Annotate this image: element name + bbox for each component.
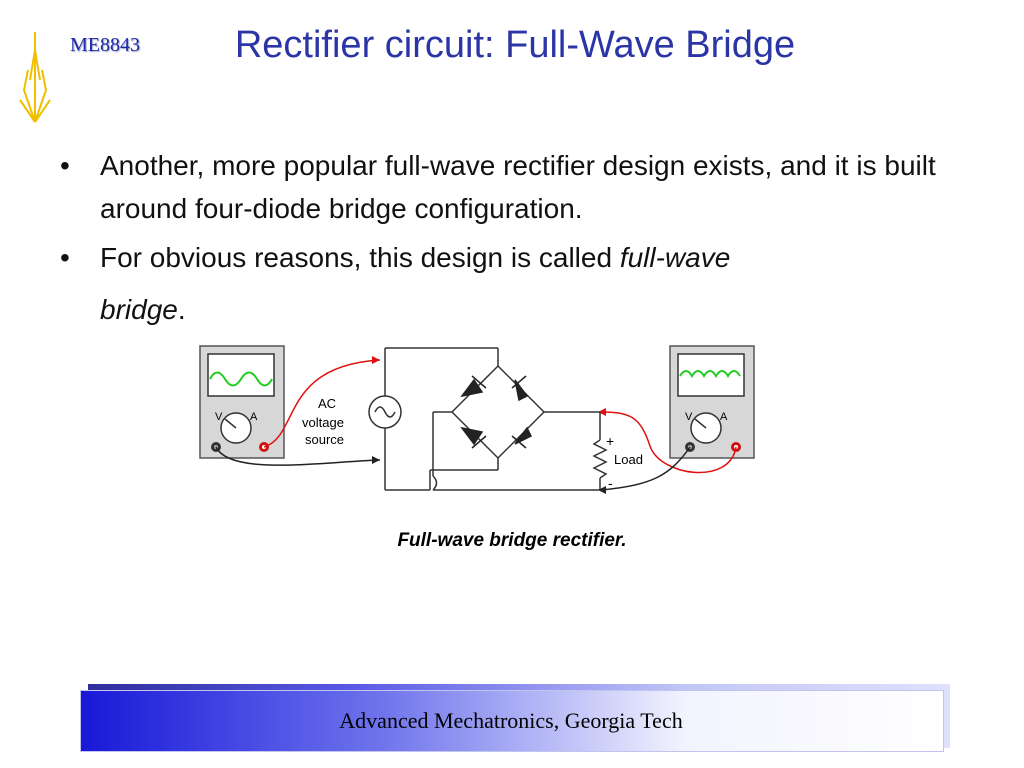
figure-caption: Full-wave bridge rectifier.	[397, 530, 627, 551]
left-oscilloscope: V A	[199, 345, 285, 459]
bullet-dot: •	[60, 242, 70, 273]
bullet-text: Another, more popular full-wave rectifie…	[100, 150, 936, 224]
bullet-item: • Another, more popular full-wave rectif…	[60, 144, 960, 230]
bullet-period: .	[177, 294, 186, 325]
right-meter-v-label: V	[685, 411, 693, 423]
right-oscilloscope: V A	[669, 345, 755, 459]
right-meter-a-label: A	[720, 411, 728, 423]
load-label: Load	[614, 452, 643, 467]
source-label: source	[305, 432, 344, 447]
diodes	[460, 375, 533, 449]
georgia-tech-logo-icon	[19, 32, 51, 123]
black-probe-wire-right	[599, 446, 691, 491]
voltage-label: voltage	[302, 415, 344, 430]
bullet-item: • For obvious reasons, this design is ca…	[60, 232, 960, 336]
bullet-list: • Another, more popular full-wave rectif…	[60, 144, 960, 336]
footer-text: Advanced Mechatronics, Georgia Tech	[339, 708, 683, 733]
bullet-emphasis: full-wave	[619, 242, 731, 273]
course-code: ME8843	[70, 34, 140, 56]
footer-bar	[80, 690, 944, 752]
bridge-rectifier-diagram: V A V A AC voltage source	[199, 345, 755, 494]
black-probe-wire-left	[215, 446, 381, 466]
red-probe-wire-right	[599, 411, 737, 474]
bullet-dot: •	[60, 150, 70, 181]
red-probe-wire-left	[263, 359, 381, 448]
ac-label: AC	[318, 396, 336, 411]
left-meter-a-label: A	[250, 411, 258, 423]
plus-sign: +	[606, 433, 614, 449]
left-meter-v-label: V	[215, 411, 223, 423]
slide-title: Rectifier circuit: Full-Wave Bridge	[234, 24, 796, 66]
bullet-emphasis: bridge	[100, 294, 178, 325]
bridge-circuit	[368, 347, 608, 491]
bullet-text: For obvious reasons, this design is call…	[100, 242, 620, 273]
minus-sign: -	[608, 475, 613, 491]
